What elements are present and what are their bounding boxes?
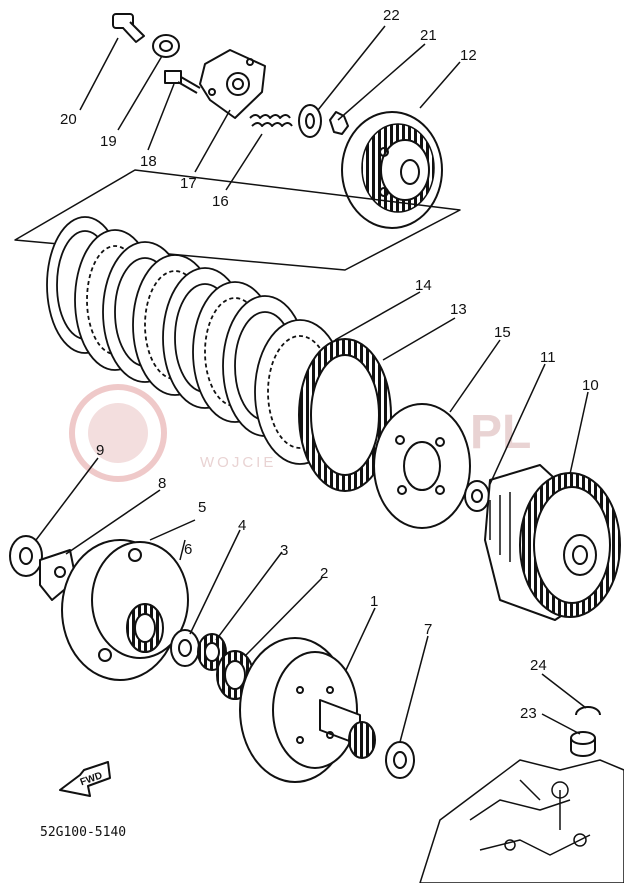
diagram-code: 52G100-5140 — [40, 825, 126, 840]
callout-11: 11 — [540, 349, 556, 366]
crankcase-fragment — [419, 759, 624, 883]
part-7-washer — [385, 741, 415, 779]
callout-2: 2 — [320, 565, 328, 582]
part-15-plate — [373, 403, 471, 529]
part-4-washer — [170, 629, 200, 667]
callout-1: 1 — [370, 593, 378, 610]
callout-24: 24 — [530, 657, 547, 674]
callout-20: 20 — [60, 111, 77, 128]
callout-6: 6 — [184, 541, 192, 558]
callout-16: 16 — [212, 193, 229, 210]
callout-8: 8 — [158, 475, 166, 492]
leader-lines — [35, 25, 589, 743]
part-19-bearing — [152, 34, 180, 58]
callout-23: 23 — [520, 705, 537, 722]
callout-10: 10 — [582, 377, 599, 394]
callout-9: 9 — [96, 442, 104, 459]
callout-14: 14 — [415, 277, 432, 294]
part-10-clutch-housing — [484, 464, 621, 621]
part-1-clutch-drum — [239, 637, 376, 783]
callout-7: 7 — [424, 621, 432, 638]
part-20-shaft — [112, 13, 145, 43]
part-23-plug — [570, 731, 596, 757]
part-13-friction-plate — [298, 338, 392, 492]
part-24-circlip — [575, 706, 601, 716]
friction-plate-stack — [46, 216, 346, 465]
callout-19: 19 — [100, 133, 117, 150]
watermark-subtext: WOJCIE — [200, 454, 276, 471]
callout-15: 15 — [494, 324, 511, 341]
part-9-washer — [9, 535, 43, 577]
part-12-driven-gear — [341, 111, 443, 229]
callout-22: 22 — [383, 7, 400, 24]
callout-3: 3 — [280, 542, 288, 559]
part-11-washer — [464, 480, 490, 512]
callout-4: 4 — [238, 517, 246, 534]
callout-12: 12 — [460, 47, 477, 64]
callout-labels: 20 19 18 17 16 22 21 12 14 13 15 11 10 9… — [60, 7, 599, 722]
part-22-washer — [298, 104, 322, 138]
part-16-spring — [249, 114, 293, 127]
callout-13: 13 — [450, 301, 467, 318]
plate-group-bracket — [14, 169, 461, 271]
callout-21: 21 — [420, 27, 437, 44]
callout-5: 5 — [198, 499, 206, 516]
part-17-bracket — [199, 49, 266, 119]
part-3-gear — [197, 633, 227, 671]
fwd-arrow-icon — [59, 761, 111, 797]
part-6-clutch-shoe-assembly — [61, 539, 189, 681]
callout-17: 17 — [180, 175, 197, 192]
part-18-bolt — [164, 70, 201, 94]
callout-18: 18 — [140, 153, 157, 170]
part-21-lock-washer — [329, 111, 349, 135]
